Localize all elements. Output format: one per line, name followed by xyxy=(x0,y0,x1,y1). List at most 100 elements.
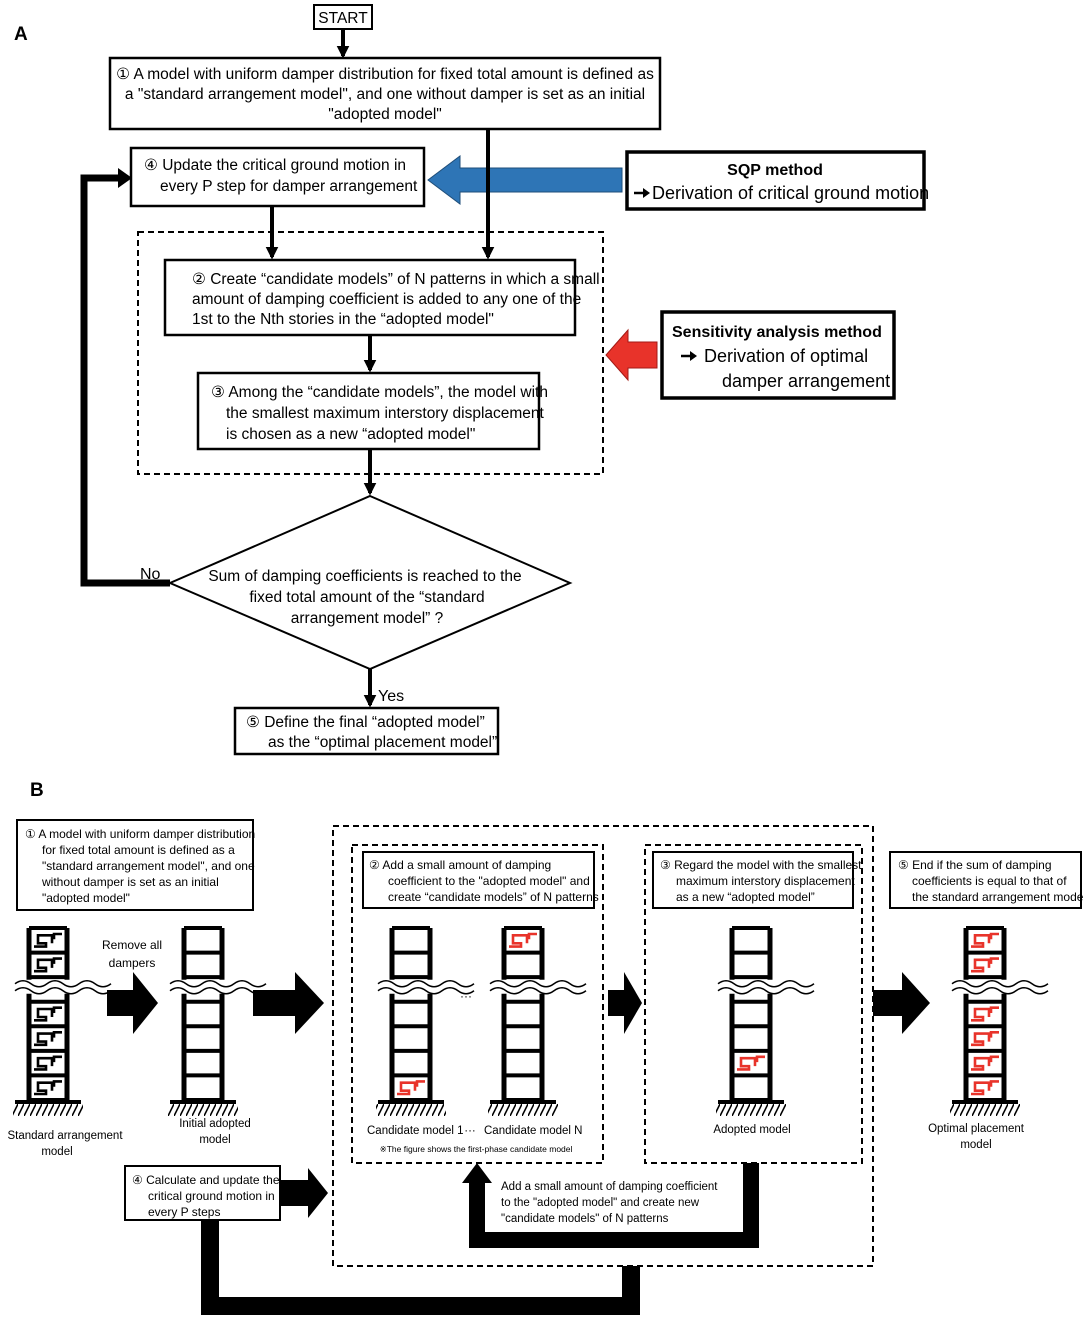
label-standard-2: model xyxy=(41,1146,72,1158)
label-initial-2: model xyxy=(199,1134,230,1146)
b-step1-box: ① A model with uniform damper distributi… xyxy=(16,819,255,911)
building-frames xyxy=(13,926,1049,1116)
step3-line3: is chosen as a new “adopted model" xyxy=(226,426,475,443)
candidate-ellipsis: ··· xyxy=(460,989,472,1003)
label-cand-dots: ··· xyxy=(464,1125,476,1137)
b-step2-line1: ② Add a small amount of damping xyxy=(369,858,551,872)
sqp-desc: Derivation of critical ground motion xyxy=(652,183,929,203)
damper-icon xyxy=(509,932,537,948)
damper-icon xyxy=(971,1006,999,1022)
standard-arrangement-frame xyxy=(13,926,112,1116)
step1-line2: a "standard arrangement model", and one … xyxy=(125,86,645,103)
b-step5-box: ⑤ End if the sum of damping coefficients… xyxy=(889,851,1084,909)
step4-line2: every P step for damper arrangement xyxy=(160,178,418,195)
red-arrow xyxy=(605,328,658,382)
block-arrows xyxy=(107,972,930,1218)
b-step3-box: ③ Regard the model with the smallest max… xyxy=(652,851,862,909)
step5-box: ⑤ Define the final “adopted model” as th… xyxy=(233,706,500,756)
right-arrow-icon xyxy=(643,188,650,198)
step2-line2: amount of damping coefficient is added t… xyxy=(192,291,581,308)
b-step1-line1: ① A model with uniform damper distributi… xyxy=(25,827,255,841)
b-loop-line3: "candidate models" of N patterns xyxy=(501,1213,669,1225)
damper-icon xyxy=(34,1006,62,1022)
b-step3-line1: ③ Regard the model with the smallest xyxy=(660,858,862,872)
damper-icon xyxy=(971,1030,999,1047)
no-label: No xyxy=(140,566,161,583)
b-candidate-dashed xyxy=(351,844,604,1164)
b-step2-line3: create “candidate models” of N patterns xyxy=(388,890,599,904)
step4-box: ④ Update the critical ground motion in e… xyxy=(129,146,426,208)
adopted-model-frame xyxy=(716,926,815,1116)
b-step4-line1: ④ Calculate and update the xyxy=(132,1173,280,1187)
b-loop-line2: to the "adopted model" and create new xyxy=(501,1197,700,1209)
start-label: START xyxy=(318,10,368,27)
remove-line1: Remove all xyxy=(102,938,162,952)
right-arrow-icon xyxy=(690,351,697,361)
right-arrow-icon xyxy=(280,1168,328,1218)
damper-icon xyxy=(971,932,999,948)
decision-line2: fixed total amount of the “standard xyxy=(249,589,484,606)
right-arrow-icon xyxy=(608,972,642,1034)
label-candN: Candidate model N xyxy=(484,1125,582,1137)
b-bottom-loop xyxy=(201,1220,640,1315)
label-cand1: Candidate model 1 xyxy=(367,1125,464,1137)
b-step1-line2: for fixed total amount is defined as a xyxy=(42,843,235,857)
damper-icon xyxy=(34,932,62,948)
initial-adopted-frame xyxy=(168,926,267,1116)
b-loop-line xyxy=(469,1163,759,1248)
sensitivity-title: Sensitivity analysis method xyxy=(672,324,882,341)
sqp-method-box: SQP method Derivation of critical ground… xyxy=(625,150,929,211)
label-optimal-1: Optimal placement xyxy=(928,1123,1025,1135)
sqp-title: SQP method xyxy=(727,162,823,179)
b-step2-box: ② Add a small amount of damping coeffici… xyxy=(362,851,599,909)
decision-line3: arrangement model” ? xyxy=(291,610,444,627)
b-step3-line2: maximum interstory displacement xyxy=(676,874,855,888)
b-step2-line2: coefficient to the "adopted model" and xyxy=(388,874,590,888)
b-step1-line4: without damper is set as an initial xyxy=(41,875,219,889)
optimal-placement-frame xyxy=(950,926,1049,1116)
damper-icon xyxy=(971,1055,999,1071)
candidate-model-1-frame xyxy=(376,926,475,1116)
damper-icon xyxy=(34,1055,62,1071)
step2-box: ② Create “candidate models” of N pattern… xyxy=(163,258,600,337)
b-loop-line1: Add a small amount of damping coefficien… xyxy=(501,1181,718,1193)
candidate-model-n-frame xyxy=(488,926,587,1116)
step1-line3: "adopted model" xyxy=(328,106,442,123)
b-step5-line1: ⑤ End if the sum of damping xyxy=(898,858,1052,872)
b-step4-box: ④ Calculate and update the critical grou… xyxy=(124,1165,281,1221)
label-optimal-2: model xyxy=(960,1139,991,1151)
b-step1-line5: "adopted model" xyxy=(42,891,130,905)
panel-b-label: B xyxy=(30,780,44,801)
label-initial-1: Initial adopted xyxy=(179,1118,251,1130)
step4-line1: ④ Update the critical ground motion in xyxy=(144,157,406,174)
b-step3-line3: as a new “adopted model” xyxy=(676,890,815,904)
damper-icon xyxy=(971,1080,999,1096)
b-outer-dashed xyxy=(332,825,874,1267)
b-step5-line2: coefficients is equal to that of xyxy=(912,874,1067,888)
damper-icon xyxy=(34,1030,62,1047)
start-box: START xyxy=(313,4,373,30)
sensitivity-desc2: damper arrangement xyxy=(722,371,890,391)
step3-line2: the smallest maximum interstory displace… xyxy=(226,405,545,422)
step1-line1: ① A model with uniform damper distributi… xyxy=(116,66,654,83)
decision-diamond: Sum of damping coefficients is reached t… xyxy=(167,494,573,671)
yes-label: Yes xyxy=(378,688,404,705)
step2-line1: ② Create “candidate models” of N pattern… xyxy=(192,271,600,288)
label-standard-1: Standard arrangement xyxy=(7,1130,123,1142)
step3-line1: ③ Among the “candidate models”, the mode… xyxy=(211,384,548,401)
sensitivity-desc1: Derivation of optimal xyxy=(704,346,868,366)
sensitivity-method-box: Sensitivity analysis method Derivation o… xyxy=(660,310,896,400)
label-note: ※The figure shows the first-phase candid… xyxy=(380,1144,573,1154)
no-loop-arrowhead xyxy=(118,168,132,188)
right-arrow-icon xyxy=(253,972,324,1034)
b-loop-arrowhead xyxy=(462,1163,492,1183)
right-arrow-icon xyxy=(107,972,158,1034)
b-step5-line3: the standard arrangement model xyxy=(912,890,1084,904)
label-adopted: Adopted model xyxy=(713,1124,790,1136)
damper-icon xyxy=(34,957,62,973)
no-loop-line xyxy=(80,174,170,587)
damper-icon xyxy=(397,1080,425,1096)
step2-line3: 1st to the Nth stories in the “adopted m… xyxy=(192,311,494,328)
damper-icon xyxy=(737,1055,765,1071)
